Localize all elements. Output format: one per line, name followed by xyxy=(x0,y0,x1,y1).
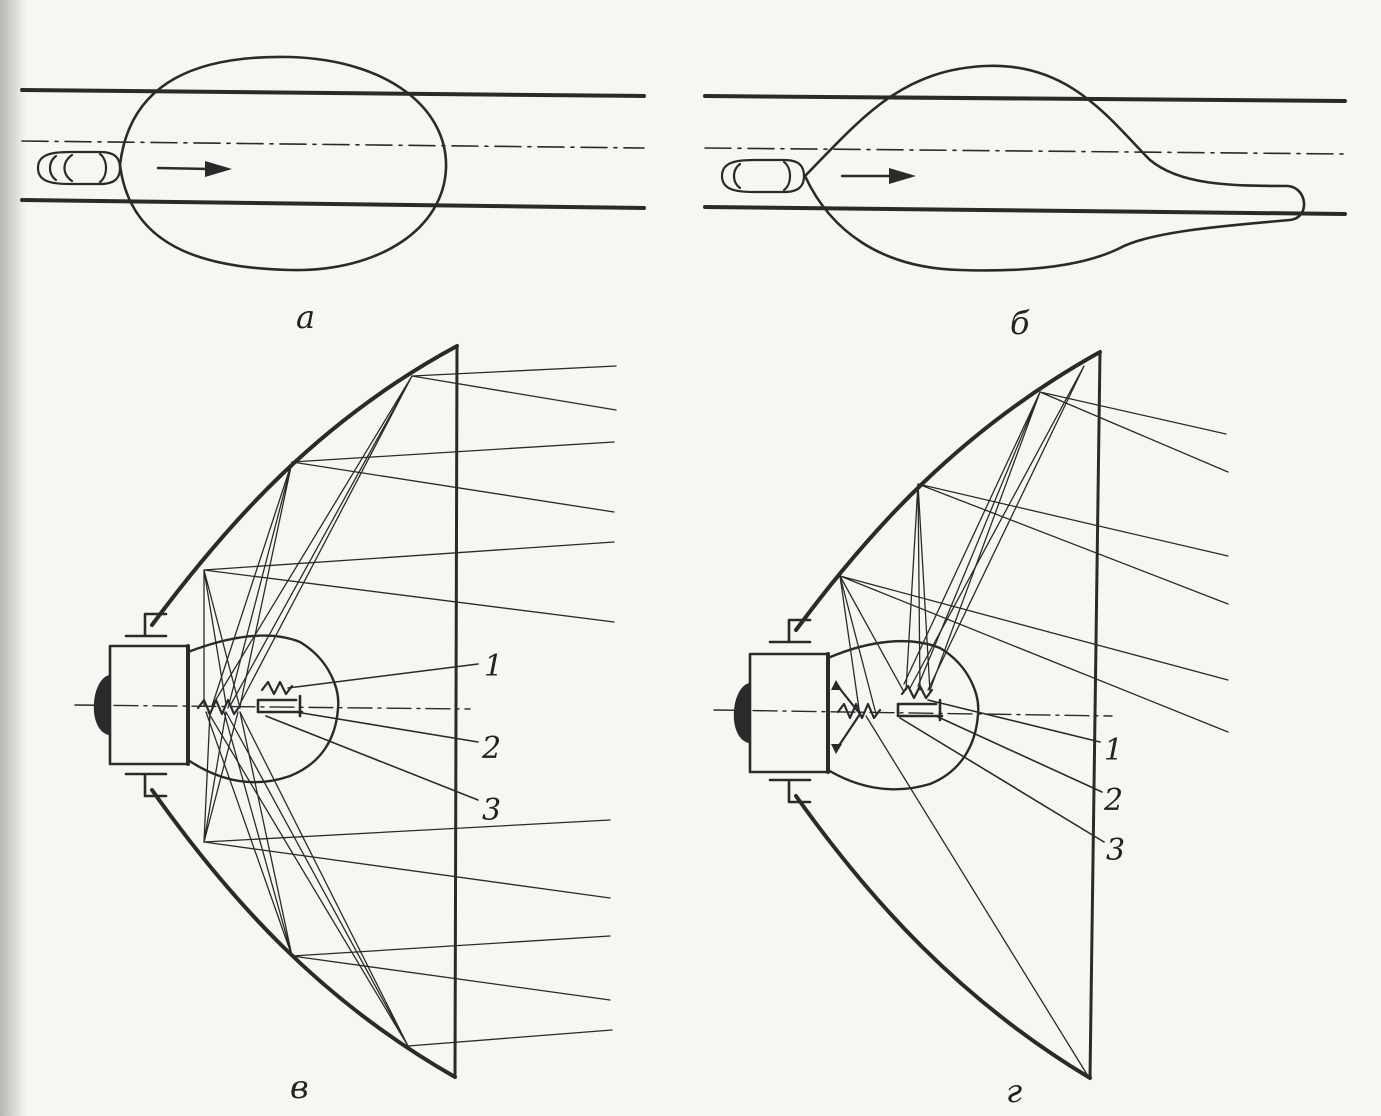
optical-axis xyxy=(74,704,471,710)
panel-v-headlamp-diagram xyxy=(74,344,617,1079)
filament-main xyxy=(196,698,242,716)
filament-secondary xyxy=(900,684,934,700)
filament-shield xyxy=(896,698,944,722)
lamp-contact xyxy=(733,682,752,744)
lamp-mount-upper xyxy=(124,612,168,638)
beam-pattern-ellipse xyxy=(118,55,448,272)
callout-g-3: 3 xyxy=(1106,833,1125,868)
caption-v: в xyxy=(290,1068,309,1106)
light-rays xyxy=(839,365,1229,1077)
callout-v-2: 2 xyxy=(481,731,501,766)
figure-labels: а б в г 1 2 3 1 2 3 xyxy=(290,298,1125,1110)
car-icon xyxy=(36,150,122,186)
adjustment-arrow-icon xyxy=(831,680,862,754)
lamp-mount-lower xyxy=(124,772,168,798)
caption-a: а xyxy=(296,298,315,336)
panel-b-beam-diagram xyxy=(703,64,1347,272)
light-rays xyxy=(203,365,617,1047)
filament-shield xyxy=(256,694,304,718)
lens-line xyxy=(1088,350,1102,1080)
direction-arrow-icon xyxy=(840,168,916,184)
lamp-socket xyxy=(748,652,830,774)
lens-line xyxy=(453,344,459,1079)
road-edge-bottom xyxy=(20,198,646,210)
reflector-upper xyxy=(150,344,459,627)
beam-pattern-asymmetric xyxy=(803,64,1306,272)
road-center-line xyxy=(21,140,645,149)
callout-v-3: 3 xyxy=(482,793,501,828)
callout-v-1: 1 xyxy=(484,649,503,684)
direction-arrow-icon xyxy=(156,161,232,177)
lamp-bulb xyxy=(186,634,340,784)
road-edge-top xyxy=(20,88,646,98)
reflector-lower xyxy=(794,794,1092,1080)
lamp-mount-upper xyxy=(768,618,812,644)
reflector-upper xyxy=(794,350,1102,632)
scan-edge-shadow xyxy=(0,0,26,1116)
filament-secondary xyxy=(260,680,294,696)
callout-leaders xyxy=(265,663,479,801)
car-icon xyxy=(720,158,806,194)
caption-b: б xyxy=(1010,304,1030,342)
reflector-lower xyxy=(150,788,457,1079)
road-edge-bottom xyxy=(703,205,1347,216)
panel-g-headlamp-diagram xyxy=(713,350,1229,1080)
panel-a-beam-diagram xyxy=(20,55,646,272)
caption-g: г xyxy=(1006,1072,1022,1110)
callout-g-1: 1 xyxy=(1104,733,1123,768)
callout-leaders xyxy=(899,699,1105,843)
lamp-mount-lower xyxy=(768,778,812,804)
optical-axis xyxy=(713,709,1113,717)
callout-g-2: 2 xyxy=(1103,783,1123,818)
road-edge-top xyxy=(703,94,1347,103)
road-center-line xyxy=(704,147,1346,155)
